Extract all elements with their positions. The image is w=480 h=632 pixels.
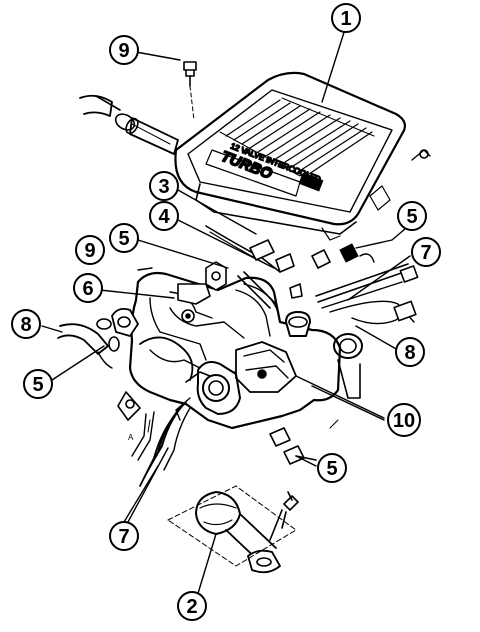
svg-text:8: 8 — [20, 314, 31, 336]
intake-manifold — [57, 261, 363, 430]
vacuum-lines-lower-left — [131, 401, 191, 487]
callout-6: 6 — [73, 273, 103, 303]
bolt-top — [183, 61, 197, 87]
callout-5-lower-right: 5 — [317, 453, 347, 483]
svg-text:10: 10 — [393, 410, 415, 432]
cap-and-bracket — [195, 491, 299, 574]
callout-7-right: 7 — [411, 237, 441, 267]
callout-3: 3 — [149, 171, 179, 201]
svg-text:6: 6 — [82, 278, 93, 300]
svg-text:1: 1 — [340, 8, 351, 30]
svg-text:5: 5 — [326, 458, 337, 480]
svg-text:5: 5 — [118, 228, 129, 250]
intake-hose — [79, 94, 179, 155]
svg-text:7: 7 — [118, 526, 129, 548]
connector-letter: A — [128, 433, 134, 442]
svg-text:5: 5 — [406, 206, 417, 228]
callout-5-upper-right: 5 — [397, 201, 427, 231]
callout-4: 4 — [149, 201, 179, 231]
leader-lines — [41, 25, 419, 601]
cap-group-outline — [167, 485, 297, 567]
svg-text:3: 3 — [158, 176, 169, 198]
callout-1: 1 — [331, 3, 361, 33]
callout-9-left: 9 — [75, 235, 105, 265]
callout-8-left: 8 — [11, 309, 41, 339]
callouts: 1 9 3 4 5 9 6 8 — [11, 3, 441, 621]
intercooler-cover: TURBO 12 VALVE INTERCOOLED — [174, 71, 431, 241]
callout-8-right: 8 — [395, 337, 425, 367]
vacuum-lines-right — [311, 243, 419, 325]
svg-text:8: 8 — [404, 342, 415, 364]
svg-text:9: 9 — [118, 40, 129, 62]
callout-7-lower-left: 7 — [109, 521, 139, 551]
callout-5-upper-left: 5 — [109, 223, 139, 253]
svg-text:2: 2 — [186, 596, 197, 618]
callout-2: 2 — [177, 591, 207, 621]
callout-9-top: 9 — [109, 35, 139, 65]
svg-text:9: 9 — [84, 240, 95, 262]
svg-text:7: 7 — [420, 242, 431, 264]
callout-5-left: 5 — [23, 369, 53, 399]
sensor-lower-right — [269, 427, 317, 465]
callout-10: 10 — [387, 403, 421, 437]
svg-text:4: 4 — [158, 206, 170, 228]
hoses-3-4 — [205, 225, 303, 309]
svg-text:5: 5 — [32, 374, 43, 396]
